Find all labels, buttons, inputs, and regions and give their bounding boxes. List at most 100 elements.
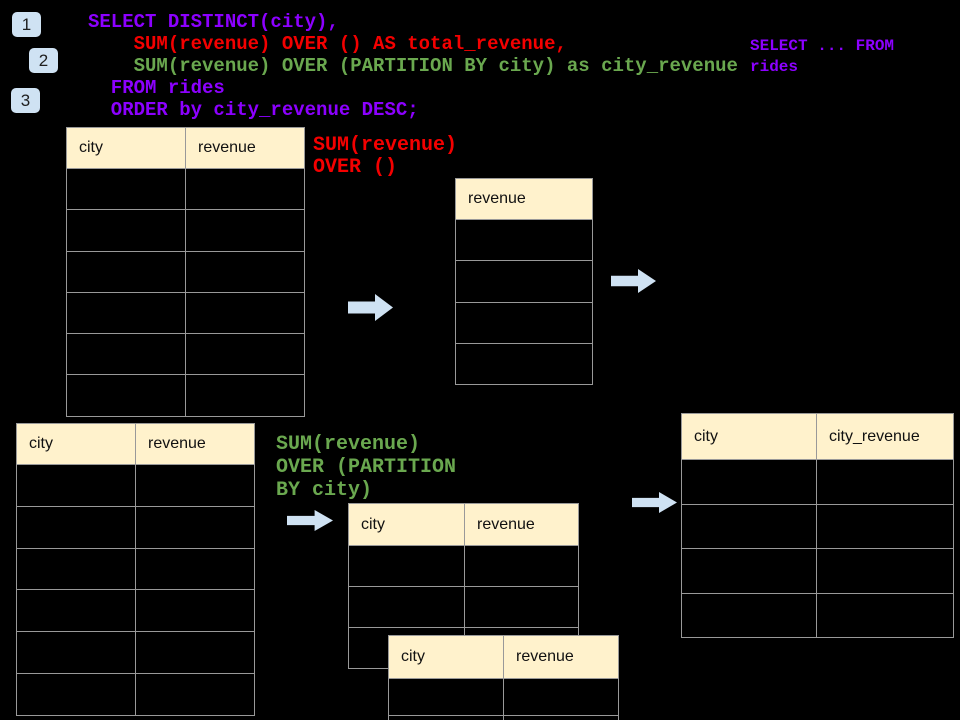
table-cell (817, 549, 953, 593)
table-cell (817, 593, 953, 637)
query-context-note: SELECT ... FROM rides (750, 36, 894, 78)
table-cell (136, 506, 254, 548)
table-cell (504, 716, 618, 720)
sql-code-line-2: SUM(revenue) OVER () AS total_revenue, (88, 33, 567, 55)
table-cell (136, 465, 254, 506)
table-cell (186, 169, 304, 210)
table-cell (456, 343, 592, 385)
table-cell (465, 587, 578, 627)
flow-arrow-partition-2-icon (632, 492, 677, 513)
table-row (67, 209, 304, 251)
table-cell (389, 716, 504, 720)
table-row (682, 459, 953, 504)
table-cell (136, 673, 254, 715)
sql-code-line-3: SUM(revenue) OVER (PARTITION BY city) as… (88, 55, 738, 77)
table-cell (186, 375, 304, 416)
table-cell (67, 334, 186, 375)
column-header: city (17, 424, 136, 464)
column-header: city (349, 504, 465, 545)
sql-code-line-1: SELECT DISTINCT(city), (88, 11, 339, 33)
table-row (17, 547, 254, 590)
total-revenue-label-line-1: SUM(revenue) (313, 134, 458, 157)
table-row (67, 168, 304, 210)
table-cell (186, 292, 304, 334)
table-cell (817, 504, 953, 548)
column-header: revenue (148, 435, 206, 452)
table-cell (682, 593, 817, 637)
table-row (456, 301, 592, 343)
flow-arrow-total-1-icon (348, 294, 393, 321)
table-total-revenue-result: revenue (455, 178, 593, 386)
table-row (67, 250, 304, 292)
table-cell (682, 460, 817, 504)
table-row (389, 678, 618, 715)
table-cell (349, 587, 465, 627)
table-cell (136, 548, 254, 590)
table-cell (17, 632, 136, 673)
table-cell (67, 375, 186, 416)
table-row (456, 219, 592, 261)
table-row (682, 548, 953, 593)
table-cell (17, 465, 136, 506)
table-cell (682, 504, 817, 548)
table-cell (456, 302, 592, 343)
table-cell (389, 679, 504, 715)
table-row (682, 592, 953, 637)
step-badge-3: 3 (11, 88, 40, 113)
table-row (456, 260, 592, 302)
column-header: revenue (477, 515, 535, 533)
table-cell (186, 334, 304, 375)
flow-arrow-partition-1-icon (287, 510, 333, 531)
sql-code-line-5: ORDER by city_revenue DESC; (88, 99, 419, 121)
step-badge-1: 1 (12, 12, 41, 37)
table-cell (465, 546, 578, 586)
table-cell (456, 220, 592, 261)
table-cell (17, 673, 136, 715)
query-context-note-line-2: rides (750, 58, 799, 76)
table-row (682, 503, 953, 548)
table-rides-source-bottom: city revenue (16, 423, 255, 716)
table-row (67, 333, 304, 375)
table-cell (67, 210, 186, 251)
table-row (17, 464, 254, 506)
table-cell (186, 251, 304, 292)
partition-revenue-label-line-1: SUM(revenue) (276, 433, 421, 456)
table-cell (349, 546, 465, 586)
table-cell (67, 169, 186, 210)
table-cell (67, 251, 186, 292)
table-row (17, 505, 254, 548)
table-cell (186, 210, 304, 251)
column-header: city (67, 128, 186, 168)
partition-revenue-label-line-2: OVER (PARTITION (276, 456, 457, 479)
table-row (456, 342, 592, 385)
table-row (17, 631, 254, 673)
partition-revenue-label-line-3: BY city) (276, 479, 373, 502)
table-cell (456, 261, 592, 302)
column-header: city (682, 414, 817, 459)
flow-arrow-total-2-icon (611, 269, 656, 293)
column-header: revenue (468, 190, 526, 207)
sql-code-line-4: FROM rides (88, 77, 225, 99)
table-cell (682, 549, 817, 593)
table-row (349, 545, 578, 586)
table-cell (136, 590, 254, 632)
step-badge-2: 2 (29, 48, 58, 73)
table-cell (817, 460, 953, 504)
query-context-note-line-1: SELECT ... FROM (750, 37, 895, 55)
table-row (389, 715, 618, 720)
table-cell (136, 632, 254, 673)
table-row (17, 672, 254, 715)
table-header-row: revenue (456, 179, 592, 219)
